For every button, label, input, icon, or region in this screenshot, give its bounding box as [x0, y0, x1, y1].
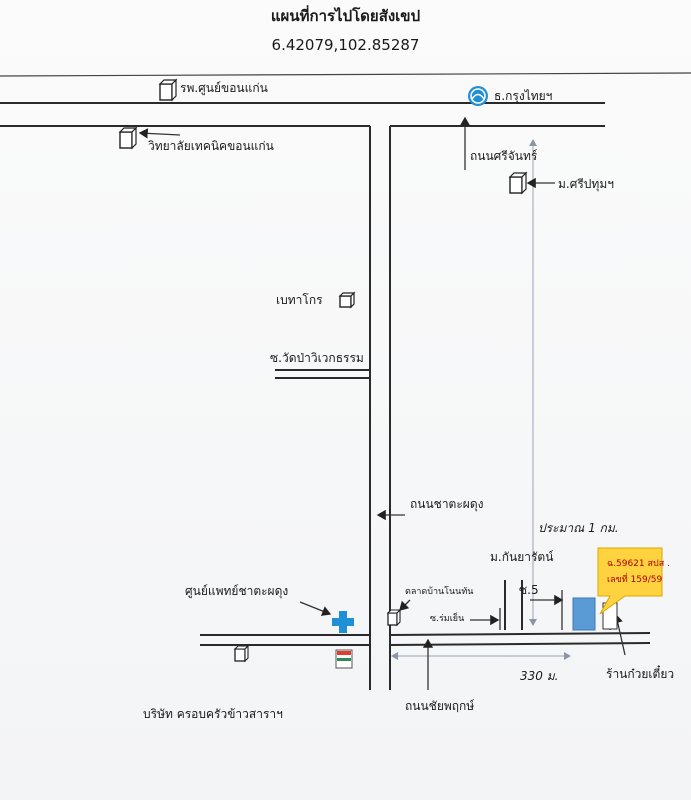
road-bottom-upper-right	[389, 632, 651, 636]
building-icon-college	[118, 126, 138, 150]
road-bottom-lower-right	[389, 642, 651, 646]
label-hospital: รพ.ศูนย์ขอนแก่น	[180, 81, 268, 95]
market-pointer-arrow	[399, 599, 411, 611]
label-distance-horizontal: 330 ม.	[520, 669, 559, 683]
label-kanyarat: ม.กันยารัตน์	[490, 550, 554, 564]
building-icon-market	[386, 608, 402, 627]
label-road-srichan: ถนนศรีจันทร์	[470, 149, 538, 163]
label-soi5: ซ.5	[519, 583, 539, 597]
page-title: แผนที่การไปโดยสังเขป	[270, 7, 421, 25]
building-icon-betagro	[338, 291, 356, 309]
building-icon-hospital	[158, 78, 178, 102]
label-distance-vertical: ประมาณ 1 กม.	[538, 521, 619, 535]
label-bank: ธ.กรุงไทยฯ	[494, 89, 553, 103]
label-road-chatapadung: ถนนชาตะผดุง	[410, 497, 484, 511]
building-icon-company	[233, 644, 250, 663]
label-betagro: เบทาโกร	[276, 293, 323, 307]
callout-line-2: เลขที่ 159/59	[607, 575, 663, 585]
callout-line-1: ฉ.59621 สปส .	[607, 559, 670, 569]
bank-logo-icon	[468, 86, 488, 106]
label-company: บริษัท ครอบครัวข้าวสาราฯ	[143, 707, 283, 721]
label-soi-romyen: ซ.ร่มเย็น	[430, 614, 465, 624]
medical-cross-icon	[332, 611, 354, 633]
building-icon-sripatum	[508, 171, 528, 195]
label-noodle-shop: ร้านก๋วยเตี๋ยว	[606, 667, 675, 681]
label-road-chaiyaphruek: ถนนชัยพฤกษ์	[405, 699, 475, 713]
label-sripatum: ม.ศรีปทุมฯ	[558, 177, 614, 191]
coordinates: 6.42079,102.85287	[271, 36, 420, 54]
callout-bubble	[597, 547, 663, 615]
target-building	[572, 597, 596, 631]
college-pointer-arrow	[138, 128, 181, 139]
medical-center-pointer-arrow	[299, 601, 332, 616]
map-border-top	[0, 72, 691, 77]
label-soi-wat: ซ.วัดป่าวิเวกธรรม	[270, 351, 364, 365]
seven-eleven-logo-icon	[335, 649, 353, 669]
label-market: ตลาดบ้านโนนทัน	[405, 587, 474, 597]
label-medical-center: ศูนย์แพทย์ชาตะผดุง	[185, 584, 289, 598]
label-college: วิทยาลัยเทคนิคขอนแก่น	[148, 139, 274, 153]
